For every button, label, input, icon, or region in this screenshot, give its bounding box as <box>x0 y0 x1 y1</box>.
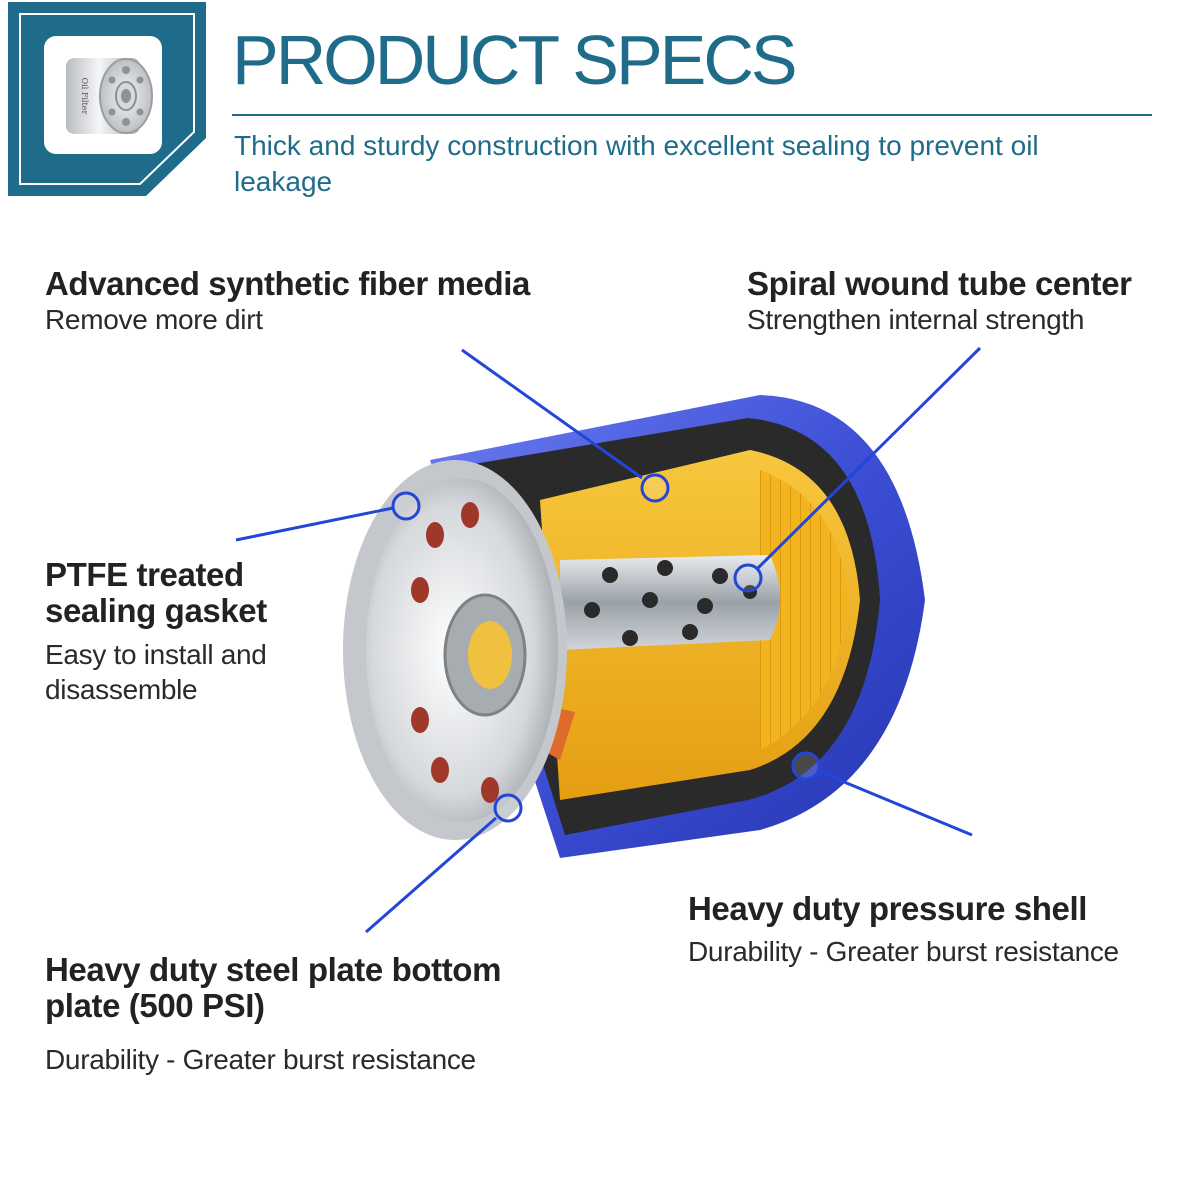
callout-detail: Strengthen internal strength <box>747 304 1085 335</box>
marker-ptfe <box>391 491 421 521</box>
leader-ptfe <box>235 506 394 542</box>
leader-spiral <box>756 346 982 570</box>
callout-pressure-shell: Heavy duty pressure shell Durability - G… <box>688 891 1188 969</box>
header-badge: Oil Filter <box>8 2 208 198</box>
marker-fiber <box>640 473 670 503</box>
media-pleats <box>760 470 848 750</box>
callout-detail-line2: disassemble <box>45 674 198 705</box>
leader-shell <box>819 770 973 837</box>
leader-lines <box>235 346 982 934</box>
marker-steel <box>493 793 523 823</box>
oil-filter-thumbnail: Oil Filter <box>44 36 162 154</box>
tube-holes <box>584 560 757 646</box>
callout-heading-line2: sealing gasket <box>45 592 267 629</box>
port-opening <box>468 621 512 689</box>
leader-steel <box>365 816 497 934</box>
callout-detail: Durability - Greater burst resistance <box>688 936 1119 967</box>
callout-heading-line1: PTFE treated <box>45 556 244 593</box>
leader-markers <box>391 473 821 823</box>
callout-detail-line1: Easy to install and <box>45 639 267 670</box>
page-title: PRODUCT SPECS <box>232 21 798 99</box>
callout-detail: Durability - Greater burst resistance <box>45 1044 476 1075</box>
title-underline <box>232 114 1152 116</box>
callout-heading-line2: plate (500 PSI) <box>45 987 265 1024</box>
callout-steel-plate: Heavy duty steel plate bottom plate (500… <box>45 952 585 1077</box>
callout-fiber-media: Advanced synthetic fiber media Remove mo… <box>45 266 605 337</box>
oil-filter-icon: Oil Filter <box>66 58 153 134</box>
callout-heading: Heavy duty pressure shell <box>688 890 1088 927</box>
callout-heading-line1: Heavy duty steel plate bottom <box>45 951 502 988</box>
plate-holes <box>411 502 499 803</box>
marker-shell <box>791 751 821 781</box>
page-subtitle: Thick and sturdy construction with excel… <box>234 130 1039 197</box>
callout-heading: Spiral wound tube center <box>747 265 1132 302</box>
callout-heading: Advanced synthetic fiber media <box>45 265 530 302</box>
callout-detail: Remove more dirt <box>45 304 263 335</box>
leader-fiber <box>461 348 643 480</box>
callout-spiral-tube: Spiral wound tube center Strengthen inte… <box>747 266 1187 337</box>
callout-ptfe-gasket: PTFE treated sealing gasket Easy to inst… <box>45 557 335 707</box>
oil-filter-label: Oil Filter <box>80 78 89 115</box>
marker-spiral <box>733 563 763 593</box>
